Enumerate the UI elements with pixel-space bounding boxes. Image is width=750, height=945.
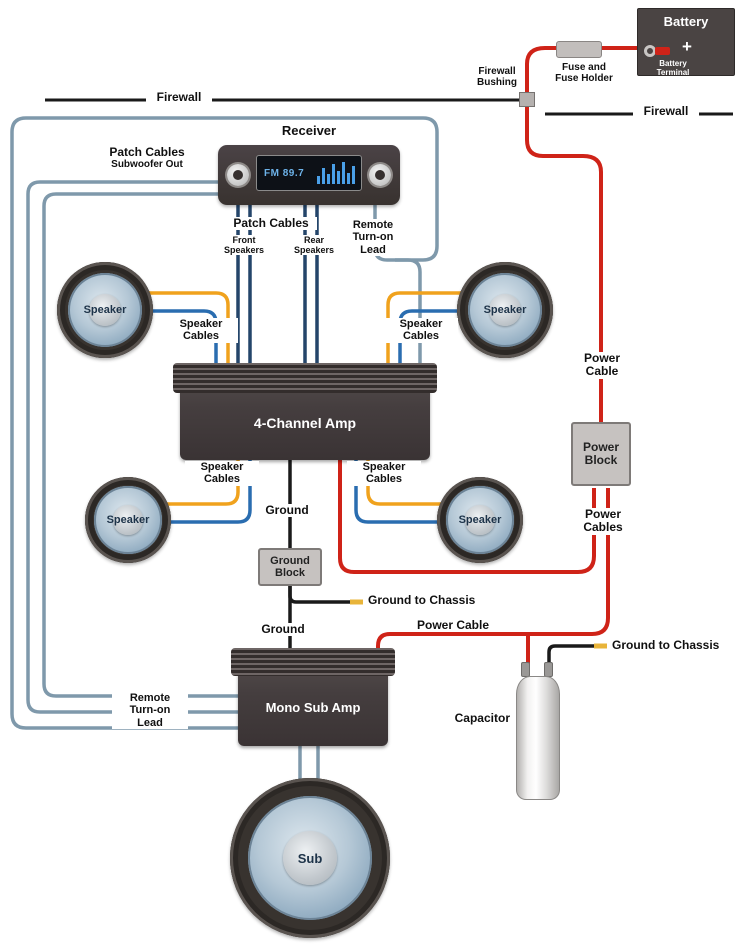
ring-terminal-icon [644, 45, 656, 57]
ground-label-mid: Ground [254, 622, 312, 637]
receiver-label: Receiver [281, 123, 337, 138]
power-block: Power Block [571, 422, 631, 486]
speaker-cables-label-br: Speaker Cables [347, 461, 421, 486]
sub-label: Sub [297, 850, 323, 866]
battery-box: Battery + Battery Terminal [637, 8, 735, 77]
subwoofer-patch-cable-a [26, 180, 240, 714]
speaker-cables-label-tr: Speaker Cables [384, 318, 458, 343]
ground-label-top: Ground [258, 503, 316, 518]
capacitor-terminal-positive [521, 662, 530, 677]
ground-to-chassis-label-2: Ground to Chassis [612, 638, 720, 652]
battery-terminal-label: Battery Terminal [656, 59, 690, 77]
power-cables-label: Power Cables [570, 507, 636, 535]
ground-to-chassis-wire-1 [288, 584, 350, 604]
ground-block: Ground Block [258, 548, 322, 586]
speaker-label: Speaker [83, 304, 127, 316]
speaker-wire-br-blue [354, 458, 450, 524]
remote-turn-on-lead-label-top: Remote Turn-on Lead [342, 219, 404, 256]
subwoofer: Sub [230, 778, 390, 938]
fm-frequency-text: FM 89.7 [264, 168, 305, 179]
speaker-label: Speaker [483, 304, 527, 316]
power-cable-block-to-mono-amp [376, 488, 610, 654]
tuner-knob-icon [369, 164, 391, 186]
battery-plus-sign: + [682, 37, 692, 56]
subwoofer-patch-cable-b [42, 192, 240, 698]
speaker-label: Speaker [106, 514, 150, 526]
speaker-wire-bl-yellow [156, 458, 240, 506]
mono-sub-amp-label: Mono Sub Amp [265, 700, 361, 715]
receiver: FM 89.7 [218, 145, 400, 205]
firewall-bushing-label: Firewall Bushing [477, 66, 517, 89]
remote-turn-on-lead-loop-wire [10, 116, 439, 730]
speaker-cables-label-bl: Speaker Cables [185, 461, 259, 486]
speaker-cables-label-tl: Speaker Cables [164, 318, 238, 343]
capacitor-cylinder [516, 676, 560, 800]
power-cable-block-to-4channel-amp [338, 460, 596, 574]
speaker-label: Speaker [458, 514, 502, 526]
patch-cables-label: Patch Cables [225, 216, 317, 231]
fuse-holder [556, 41, 602, 58]
receiver-display: FM 89.7 [256, 155, 362, 191]
firewall-label-left: Firewall [146, 90, 212, 105]
spectrum-bars-icon [317, 162, 355, 184]
mono-sub-amp: Mono Sub Amp [231, 648, 395, 746]
speaker-rear-left: Speaker [85, 477, 171, 563]
remote-turn-on-lead-label-bottom: Remote Turn-on Lead [112, 692, 188, 729]
front-speakers-label: Front Speakers [216, 235, 272, 256]
firewall-label-right: Firewall [633, 104, 699, 119]
four-channel-amp: 4-Channel Amp [173, 363, 437, 460]
speaker-front-left: Speaker [57, 262, 153, 358]
ground-to-chassis-wire-2 [547, 644, 594, 664]
rear-speakers-label: Rear Speakers [286, 235, 342, 256]
patch-cables-subwoofer-out-label: Patch Cables Subwoofer Out [109, 145, 185, 171]
speaker-wire-bl-blue [156, 458, 252, 524]
capacitor-terminal-negative [544, 662, 553, 677]
power-cable-label-bottom: Power Cable [404, 618, 502, 633]
battery-terminal-icon [644, 45, 670, 57]
speaker-wire-br-yellow [366, 458, 450, 506]
speaker-wire-tr-yellow [386, 291, 472, 367]
firewall-bushing [519, 92, 535, 107]
battery-title: Battery [663, 14, 709, 29]
ground-to-chassis-label-1: Ground to Chassis [368, 593, 476, 607]
speaker-front-right: Speaker [457, 262, 553, 358]
amp-heatsink-fins [231, 648, 395, 676]
remote-lead-to-4channel-amp-wire [395, 258, 422, 367]
speaker-rear-right: Speaker [437, 477, 523, 563]
power-cable-label-right: Power Cable [570, 351, 634, 379]
red-cable-stub-icon [655, 47, 670, 55]
power-cable-battery-to-block [525, 46, 652, 424]
speaker-wire-tl-yellow [138, 291, 230, 367]
volume-knob-icon [227, 164, 249, 186]
four-channel-amp-label: 4-Channel Amp [253, 415, 357, 431]
fuse-holder-label: Fuse and Fuse Holder [555, 62, 613, 85]
capacitor-label: Capacitor [454, 711, 510, 725]
amp-heatsink-fins [173, 363, 437, 393]
